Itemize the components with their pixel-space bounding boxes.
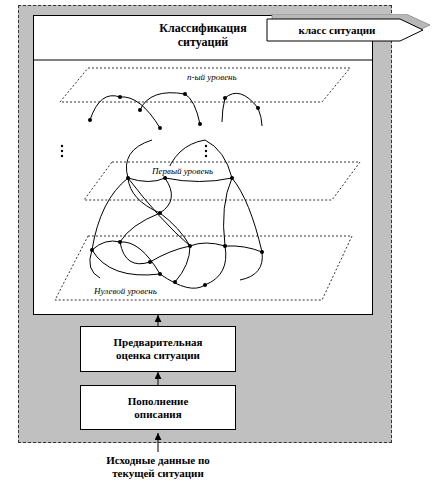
input-label: Исходные данные по текущей ситуации — [93, 454, 223, 479]
level-label: Нулевой уровень — [92, 286, 159, 296]
ellipsis-dots — [61, 145, 207, 157]
process-box: Предварительная оценка ситуации — [80, 326, 236, 372]
process-box: Пополнение описания — [80, 385, 236, 430]
arrow-outline — [267, 19, 423, 41]
level-planes — [55, 68, 360, 300]
header-rule — [33, 60, 373, 61]
box-heading: Пополнение описания — [111, 395, 206, 420]
network-links — [90, 93, 263, 289]
level-label: n-ый уровень — [185, 72, 239, 82]
arrow-text: класс ситуации — [299, 24, 376, 37]
output-arrow: класс ситуации — [266, 14, 430, 42]
network-points — [88, 92, 264, 287]
input-arrow — [158, 433, 159, 452]
classifier-ground — [33, 15, 373, 315]
box-heading: Предварительная оценка ситуации — [98, 336, 218, 361]
classifier-box: Классификация ситуаций — [33, 15, 373, 315]
box-heading: Классификация ситуаций — [146, 22, 261, 50]
flow-arrow — [158, 315, 159, 326]
level-label: Первый уровень — [150, 166, 215, 176]
flow-arrow — [158, 372, 159, 385]
